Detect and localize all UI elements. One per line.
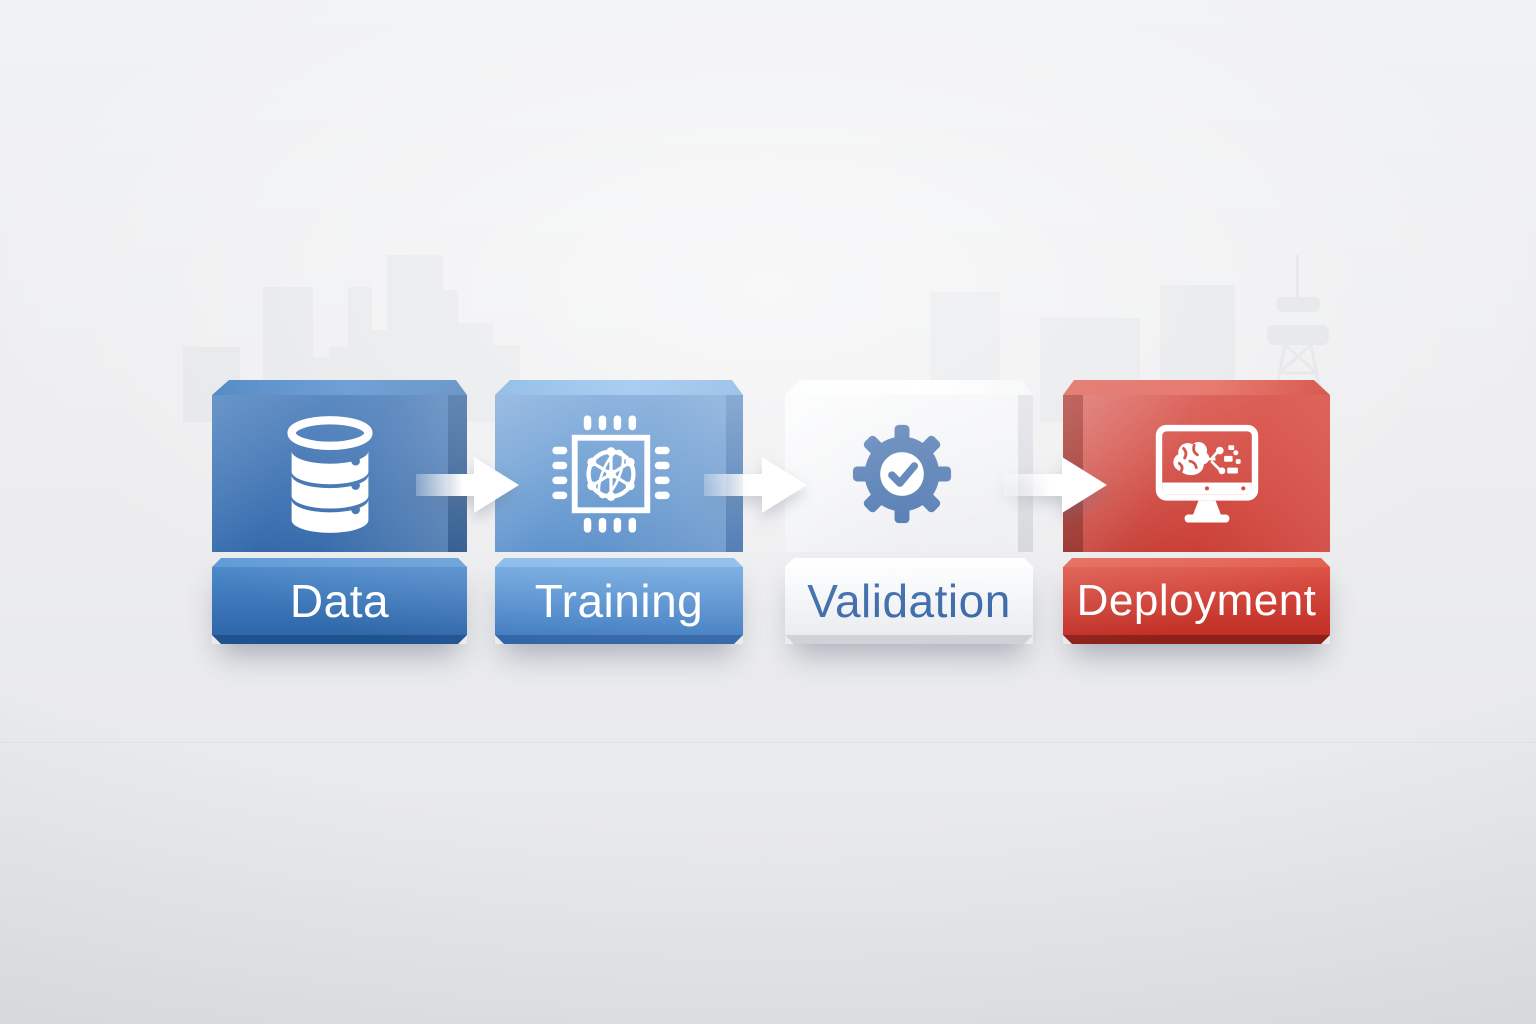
- bar-bottom-bevel: [785, 635, 1033, 644]
- cube-top-bevel: [785, 380, 1033, 395]
- city-skyline-silhouette: [0, 0, 1536, 430]
- cube-top-bevel: [212, 380, 467, 395]
- step-data-face: [212, 395, 448, 552]
- chip-network-icon: [547, 410, 675, 538]
- step-data-label-bar: Data: [212, 558, 467, 644]
- step-deployment-label-bar: Deployment: [1063, 558, 1330, 644]
- step-validation-label-bar: Validation: [785, 558, 1033, 644]
- step-training-label: Training: [534, 575, 704, 627]
- step-validation-cube: [785, 380, 1033, 552]
- cube-top-bevel: [1063, 380, 1330, 395]
- cube-top-bevel: [495, 380, 743, 395]
- flow-arrow-icon: [416, 457, 519, 513]
- monitor-ai-icon: [1143, 410, 1271, 538]
- bar-bottom-bevel: [212, 635, 467, 644]
- flow-arrow-icon: [704, 457, 807, 513]
- step-deployment-face: [1083, 395, 1330, 552]
- step-training-face: [495, 395, 726, 552]
- step-training-label-bar: Training: [495, 558, 743, 644]
- step-deployment-label: Deployment: [1076, 576, 1317, 625]
- bar-bottom-bevel: [1063, 635, 1330, 644]
- floor-horizon-line: [0, 742, 1536, 744]
- step-validation-face: [785, 395, 1018, 552]
- bar-top-bevel: [212, 558, 467, 567]
- bar-bottom-bevel: [495, 635, 743, 644]
- bar-top-bevel: [495, 558, 743, 567]
- step-validation-label: Validation: [807, 575, 1011, 627]
- bar-top-bevel: [1063, 558, 1330, 567]
- step-validation: Validation: [785, 380, 1033, 644]
- step-data-label: Data: [289, 575, 390, 627]
- bar-top-bevel: [785, 558, 1033, 567]
- database-icon: [266, 410, 394, 538]
- gear-check-icon: [838, 410, 966, 538]
- flow-arrow-icon: [1004, 457, 1107, 513]
